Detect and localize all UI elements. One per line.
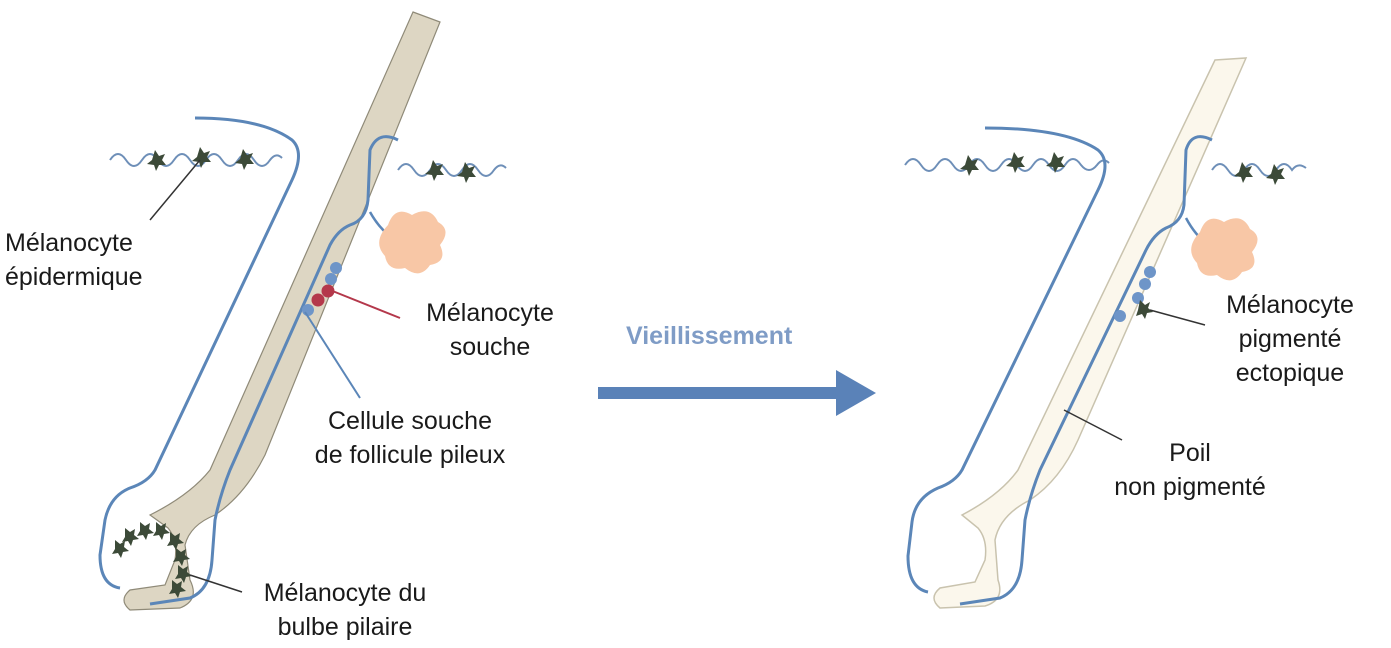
stem-cell xyxy=(1139,278,1151,290)
aging-arrow xyxy=(598,370,876,416)
sebaceous-gland-aged xyxy=(1191,218,1257,280)
epidermis-line-right-aged xyxy=(1212,164,1306,176)
epidermis-line-right xyxy=(398,164,506,176)
aging-label: Vieillissement xyxy=(626,322,792,351)
label-unpigmented-hair: Poil non pigmenté xyxy=(1100,436,1280,504)
epidermis-line-left-aged xyxy=(905,159,1109,171)
stem-melanocyte xyxy=(312,294,325,307)
stem-cell xyxy=(302,304,314,316)
epidermal-melanocytes-aged xyxy=(960,152,1285,185)
stem-cell xyxy=(1114,310,1126,322)
label-epidermal-melanocyte: Mélanocyte épidermique xyxy=(5,226,143,294)
label-follicle-stem-cell: Cellule souche de follicule pileux xyxy=(295,404,525,472)
sebaceous-gland xyxy=(379,211,445,273)
leader-stem-cell xyxy=(305,312,360,398)
leader-stem-melanocyte xyxy=(330,290,400,318)
label-stem-melanocyte: Mélanocyte souche xyxy=(400,296,580,364)
hair-shaft-pigmented xyxy=(124,12,440,610)
leader-bulb xyxy=(190,575,242,592)
leader-epidermal xyxy=(150,160,200,220)
label-bulb-melanocyte: Mélanocyte du bulbe pilaire xyxy=(240,576,450,644)
stem-cell xyxy=(325,273,337,285)
stem-cell xyxy=(1144,266,1156,278)
stem-cell xyxy=(330,262,342,274)
label-ectopic-melanocyte: Mélanocyte pigmenté ectopique xyxy=(1190,288,1390,390)
